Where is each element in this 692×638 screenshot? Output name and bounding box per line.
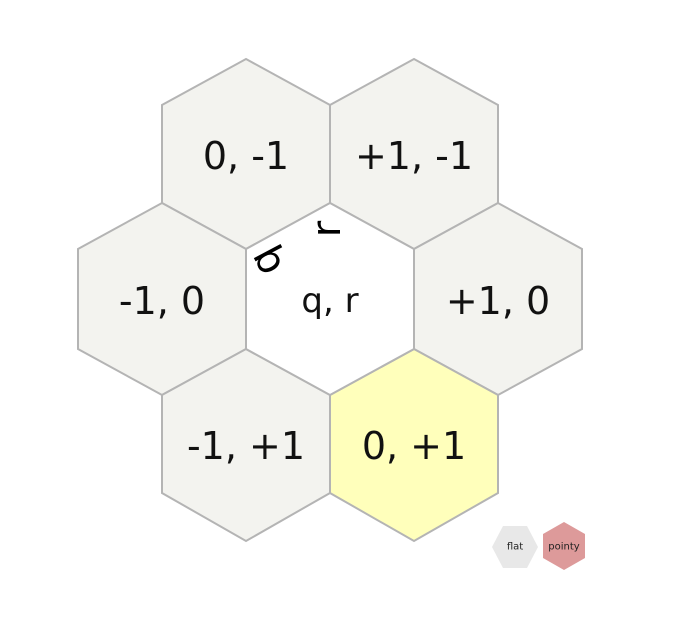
hex-label: +1, 0 bbox=[446, 279, 550, 323]
hex-label-center: q, r bbox=[301, 281, 358, 321]
flat-hex-icon bbox=[492, 526, 538, 568]
hex-label: +1, -1 bbox=[355, 134, 473, 178]
hex-cell-center[interactable]: q, r bbox=[245, 201, 415, 397]
flat-label: flat bbox=[507, 542, 523, 553]
hex-label: -1, +1 bbox=[187, 424, 305, 468]
hex-cell-p1-m1[interactable]: +1, -1 bbox=[329, 57, 499, 251]
flat-orientation-button[interactable]: flat bbox=[492, 526, 538, 568]
hex-label: -1, 0 bbox=[119, 279, 205, 323]
hex-cell-0-p1[interactable]: 0, +1 bbox=[329, 347, 499, 543]
pointy-orientation-button[interactable]: pointy bbox=[543, 522, 585, 570]
pointy-hex-icon bbox=[543, 522, 585, 570]
hex-label: 0, -1 bbox=[203, 134, 289, 178]
r-axis-label: r bbox=[304, 220, 350, 237]
pointy-label: pointy bbox=[548, 542, 580, 553]
hex-shape bbox=[245, 201, 415, 397]
hex-cell-p1-0[interactable]: +1, 0 bbox=[413, 201, 583, 397]
hex-label: 0, +1 bbox=[362, 424, 466, 468]
